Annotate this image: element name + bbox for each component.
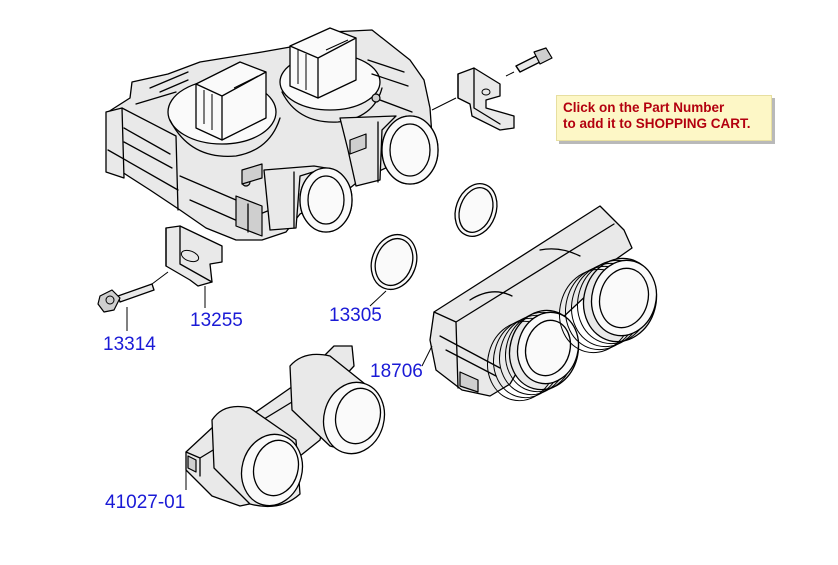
valve-body (105, 27, 439, 241)
bypass-connector (185, 345, 386, 508)
part-number-41027-01[interactable]: 41027-01 (105, 492, 186, 513)
shopping-cart-instruction: Click on the Part Number to add it to SH… (556, 95, 772, 141)
screw-top (505, 47, 553, 77)
part-number-18706[interactable]: 18706 (370, 361, 423, 382)
leader-lines (126, 286, 433, 490)
screw-left (97, 271, 169, 313)
o-rings (370, 183, 498, 291)
part-number-13305[interactable]: 13305 (329, 305, 382, 326)
part-number-13255[interactable]: 13255 (190, 310, 243, 331)
clip-top (431, 67, 515, 131)
clip-left (165, 225, 223, 287)
threaded-adapter (429, 205, 658, 402)
part-number-13314[interactable]: 13314 (103, 334, 156, 355)
instruction-line-1: Click on the Part Number (563, 100, 725, 115)
instruction-line-2: to add it to SHOPPING CART. (563, 116, 751, 131)
